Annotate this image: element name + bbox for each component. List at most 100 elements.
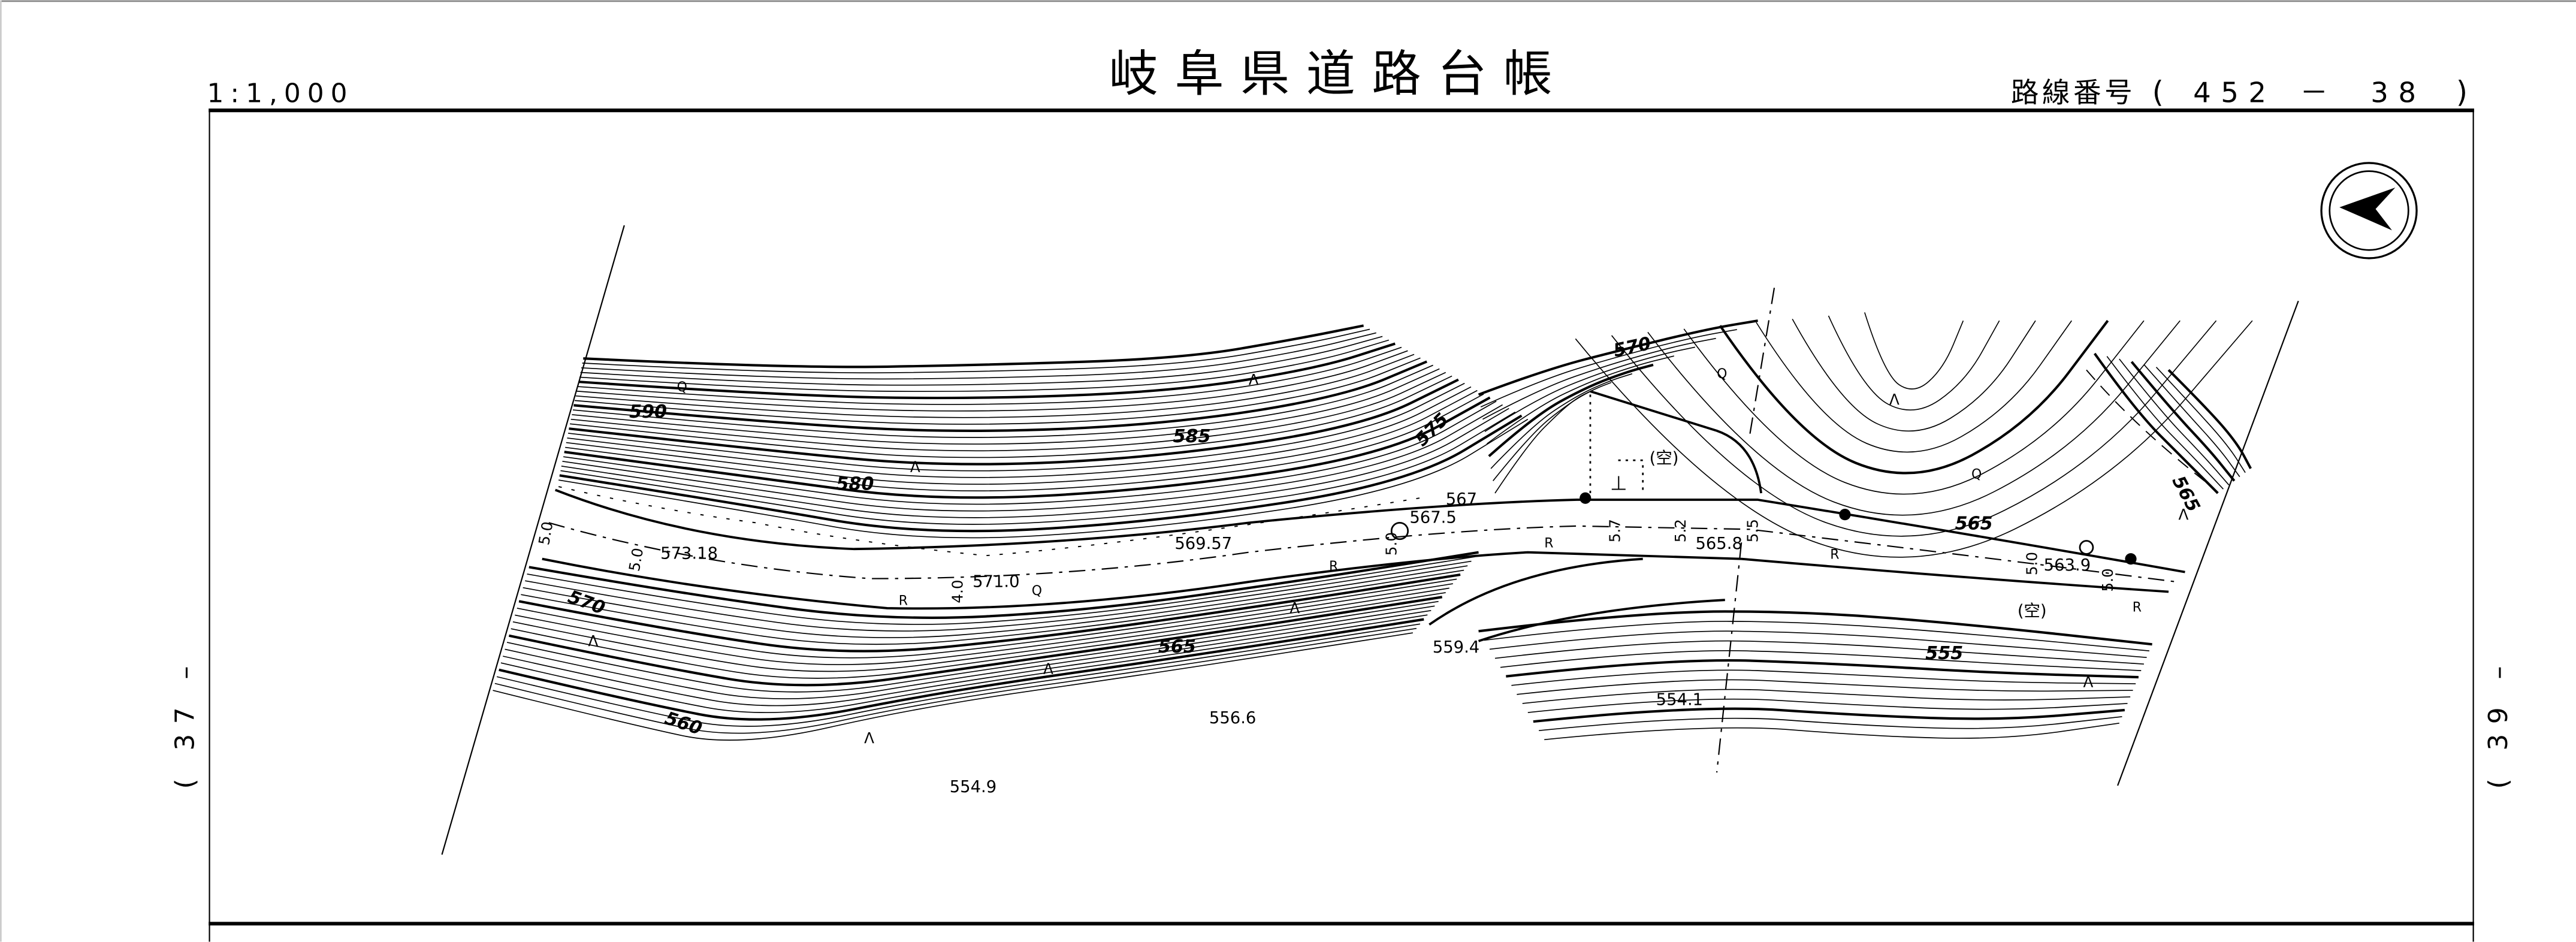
- road-edge-south: [542, 551, 2169, 610]
- contour-line: [511, 592, 1446, 679]
- wasteland-symbol: Λ: [2083, 674, 2093, 691]
- contour-line: [493, 632, 1413, 741]
- spot-elevation: 554.1: [1656, 691, 1703, 709]
- wasteland-symbol: Λ: [1889, 391, 1899, 408]
- contour-line: [577, 346, 1402, 405]
- contour-line: [494, 627, 1417, 734]
- spot-elevation: 559.4: [1433, 638, 1479, 657]
- parcel-boundary: [1589, 394, 1644, 497]
- spot-elevation: 571.0: [973, 572, 1019, 591]
- contour-line: [1511, 669, 2136, 686]
- contour-line: [560, 411, 1516, 525]
- contour-label: 570: [565, 587, 608, 619]
- lower-road: [1429, 557, 1725, 642]
- contour-line: [575, 354, 1415, 418]
- map-extent-left: [441, 225, 625, 855]
- contour-line: [508, 596, 1442, 687]
- contour-line: [562, 404, 1503, 512]
- contour-line: [578, 342, 1396, 400]
- contour-line: [499, 618, 1424, 721]
- contour-label: 555: [1925, 643, 1963, 664]
- land-use-symbols: (空) (空) R R R R R Q Q Q Q Λ Λ Λ Λ Λ Λ Λ …: [588, 367, 2189, 747]
- contour-line: [563, 400, 1497, 505]
- contour-line: [500, 614, 1428, 713]
- contour-line: [572, 364, 1433, 438]
- road: [542, 288, 2210, 773]
- spot-elevation: 569.57: [1174, 535, 1232, 553]
- road-width: 5.0: [2099, 568, 2116, 591]
- contour-line: [558, 418, 1529, 539]
- contour-line: [1478, 610, 2152, 646]
- contour-line: [582, 328, 1370, 374]
- road-width: 4.0: [949, 579, 967, 603]
- contour-line: [567, 386, 1472, 478]
- contour-line: [1522, 689, 2131, 704]
- route-close-paren: ): [2456, 74, 2468, 109]
- road-width: 5.0: [1382, 532, 1400, 555]
- boundary-line: [1716, 288, 1775, 773]
- contour-line: [1864, 312, 1964, 390]
- contour-line: [1494, 391, 1591, 494]
- paddy-symbol: R: [1830, 548, 1839, 563]
- contour-line: [518, 573, 1461, 653]
- road-edge-north: [555, 488, 2185, 573]
- spot-elevations: 573.18 569.57 571.0 567.5 567 565.8 563.…: [660, 490, 2091, 796]
- adjacent-sheet-left: ( 37 –: [170, 656, 201, 789]
- contour-line: [1480, 329, 1737, 407]
- contour-line: [1527, 698, 2128, 713]
- contour-line: [579, 339, 1390, 393]
- paddy-symbol: R: [2133, 600, 2142, 615]
- contour-line: [1756, 320, 2072, 453]
- wasteland-symbol: Λ: [1289, 599, 1300, 617]
- contour-label: 590: [629, 401, 667, 422]
- road-width: 5.7: [1606, 519, 1623, 542]
- contour-line: [1486, 355, 1674, 445]
- contour-line: [570, 372, 1446, 452]
- route-number: 路線番号 ( 452 － 38 ): [2011, 74, 2468, 109]
- marker-symbol: ⊥: [1610, 472, 1627, 495]
- contour-label: 585: [1173, 426, 1211, 447]
- paddy-symbol: R: [1329, 559, 1338, 574]
- contour-line: [564, 396, 1491, 499]
- route-number-label: 路線番号: [2011, 76, 2136, 108]
- survey-point: [2125, 553, 2137, 565]
- contour-line: [572, 368, 1440, 445]
- contour-line: [2143, 364, 2240, 478]
- contour-line: [2155, 367, 2246, 473]
- contour-line: [559, 414, 1523, 533]
- contour-line: [1647, 320, 2181, 516]
- contour-line: [1683, 320, 2145, 495]
- contour-line: [1575, 320, 2253, 558]
- survey-point: [1839, 509, 1851, 521]
- orchard-symbol: Q: [1971, 467, 1982, 482]
- paddy-symbol: R: [899, 593, 908, 608]
- contour-line: [1544, 723, 2119, 741]
- contour-line: [1792, 318, 2036, 432]
- contour-line: [1493, 382, 1612, 481]
- contour-line: [570, 375, 1452, 458]
- contour-line: [1533, 707, 2125, 723]
- contour-lines: [493, 312, 2253, 741]
- contour-line: [1828, 315, 2000, 410]
- spot-elevation: 556.6: [1209, 709, 1256, 727]
- contour-line: [1494, 640, 2144, 665]
- contour-line: [527, 556, 1475, 625]
- contour-line: [1484, 346, 1696, 432]
- contour-line: [2106, 356, 2224, 490]
- contour-line: [529, 551, 1479, 619]
- map-extent-right: [2117, 300, 2299, 786]
- scale-label: 1:1,000: [207, 78, 354, 108]
- contour-line: [574, 357, 1421, 425]
- benchmark-symbol: [1390, 521, 1409, 541]
- contour-line: [567, 382, 1465, 472]
- contour-line: [576, 350, 1408, 412]
- adjacent-sheet-right: ( 39 –: [2483, 656, 2514, 789]
- orchard-symbol: Q: [1032, 584, 1042, 599]
- contour-line: [1506, 659, 2139, 679]
- contour-line: [523, 565, 1468, 638]
- contour-line: [1489, 630, 2147, 659]
- contour-line: [1484, 621, 2150, 652]
- contour-line: [583, 324, 1364, 369]
- spot-elevation: 573.18: [660, 545, 718, 563]
